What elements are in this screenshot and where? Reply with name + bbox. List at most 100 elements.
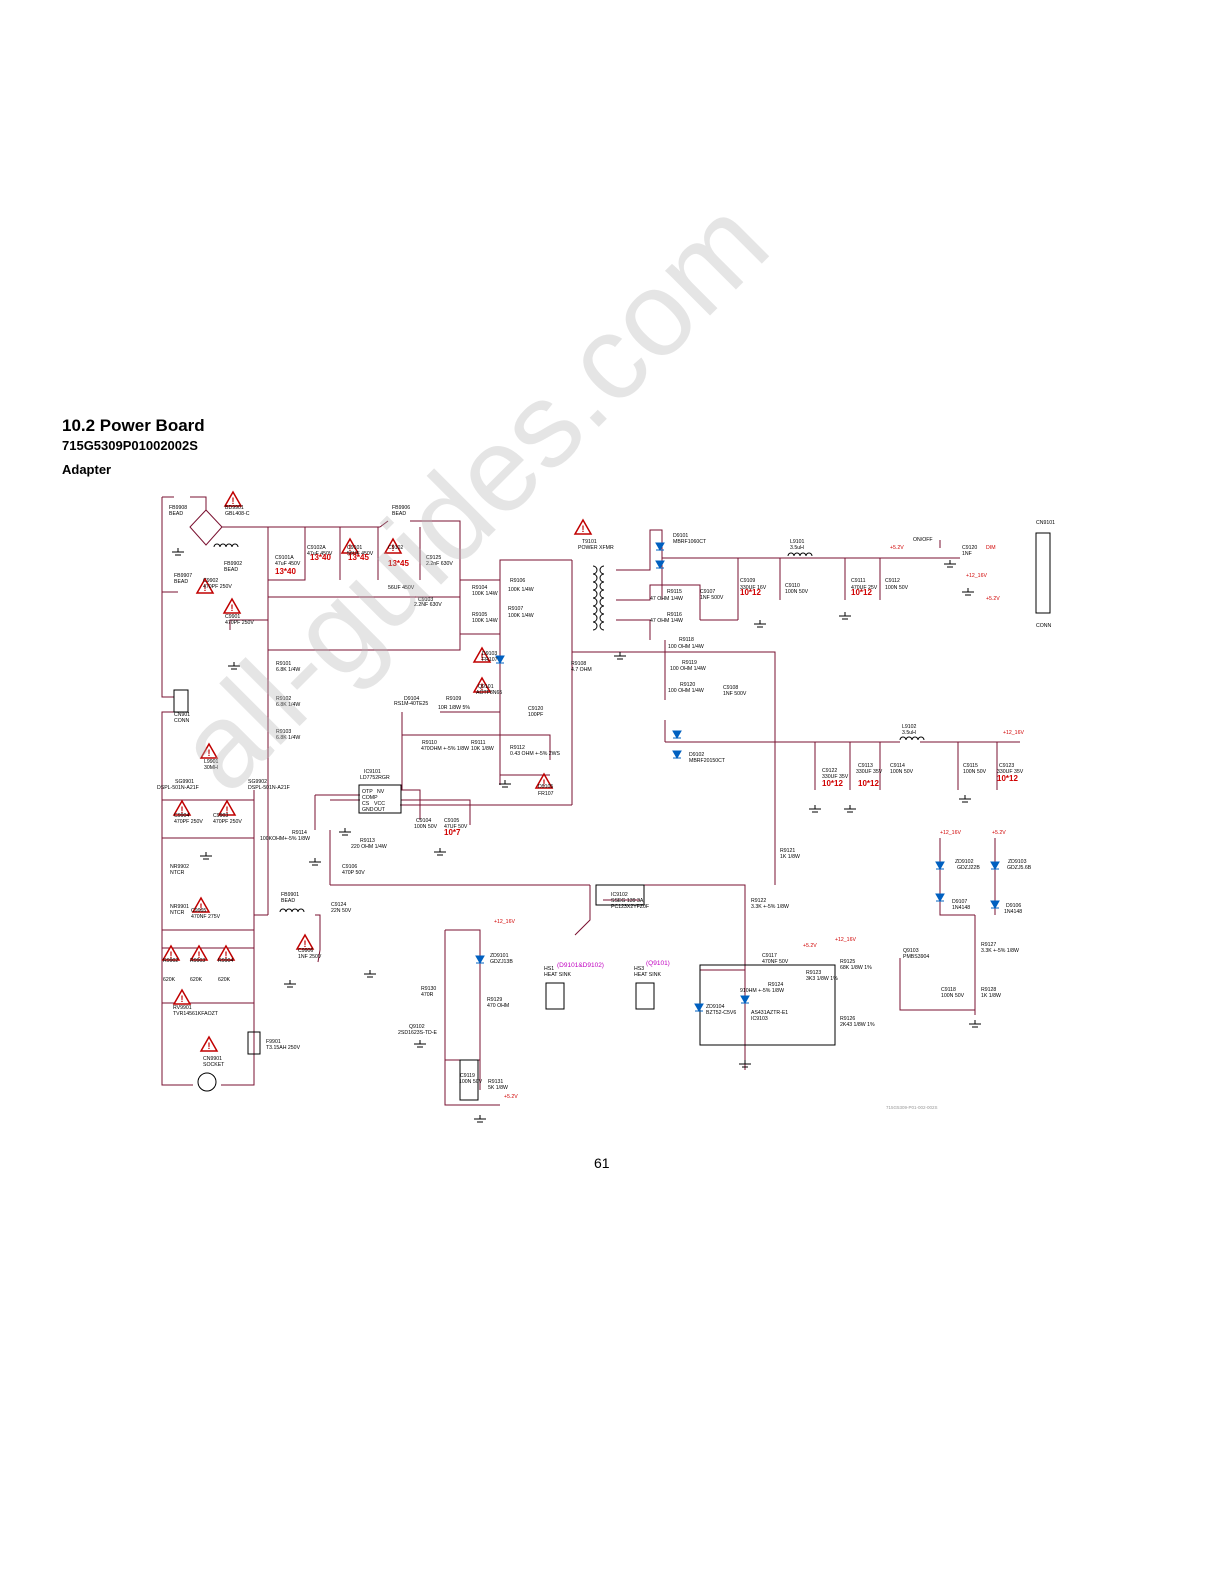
label-c9902b: 470PF 250V (203, 584, 232, 590)
label-onoff: ON/OFF (913, 537, 933, 543)
transformer-coil (599, 589, 605, 599)
label-r9110: R9110 (422, 740, 437, 746)
label-c9119b: 100N 50V (459, 1079, 483, 1085)
label-d9101b: MBRF1060CT (673, 539, 707, 545)
label-d9105: D9105 (538, 784, 553, 790)
label-sz9: 10*12 (997, 774, 1018, 783)
diode-icon (990, 900, 1000, 910)
warning-icon: ! (198, 950, 201, 960)
label-v12e: +12_16V (835, 937, 856, 943)
wire (603, 884, 746, 1070)
label-r9115: R9115 (667, 589, 682, 595)
warning-icon (340, 537, 360, 554)
label-r9127b: 3.3K +-5% 1/8W (981, 948, 1019, 954)
diode-icon (672, 730, 682, 740)
label-cn9901b: SOCKET (203, 1062, 225, 1068)
label-ic9103: AS431AZTR-E1 (751, 1010, 788, 1016)
label-zd9103: ZD9103 (1008, 859, 1027, 865)
cn9101-connector (1035, 532, 1051, 614)
inductor-coil (231, 543, 239, 548)
label-c9104: C9104 (416, 818, 431, 824)
warning-icon (191, 896, 211, 913)
inductor-coil (911, 736, 919, 741)
label-r9113b: 220 OHM 1/4W (351, 844, 387, 850)
label-c9117: C9117 (762, 953, 777, 959)
label-r9105b: 100K 1/4W (472, 618, 498, 624)
wire (315, 914, 321, 950)
label-conn: CONN (1036, 623, 1052, 629)
warning-icon: ! (543, 778, 546, 788)
label-sz3: 13*45 (348, 553, 369, 562)
label-v12d: +12_16V (494, 919, 515, 925)
label-c9110b: 100N 50V (785, 589, 809, 595)
label-c9102a: C9102A (307, 545, 326, 551)
label-fb9908: FB9908 (169, 505, 187, 511)
label-hs_note2: (Q9101) (646, 960, 670, 967)
label-c9122b: 330UF 35V (822, 774, 849, 780)
warning-icon: ! (392, 543, 395, 553)
diode-icon (672, 750, 682, 760)
label-r9101b: 6.8K 1/4W (276, 667, 300, 673)
part-number: 715G5309P01002002S (62, 438, 198, 453)
label-ic_nv: NV (377, 789, 385, 795)
wire (572, 651, 776, 885)
label-c9105b: 47UF 50V (444, 824, 468, 830)
label-r9121: R9121 (780, 848, 795, 854)
label-f9901b: T3.15AH 250V (266, 1045, 301, 1051)
label-r9119: R9119 (682, 660, 697, 666)
transformer-coil (599, 597, 605, 607)
warning-icon: ! (582, 524, 585, 534)
inductor-coil (917, 736, 925, 741)
label-c9119: C9119 (460, 1073, 475, 1079)
warning-icon: ! (181, 994, 184, 1004)
diode-icon (694, 1003, 704, 1013)
warning-icon: ! (208, 748, 211, 758)
transformer-coil (599, 621, 605, 631)
inductor-coil (297, 908, 305, 913)
label-c9118: C9118 (941, 987, 956, 993)
inductor-coil (219, 543, 227, 548)
inductor-coil (225, 543, 233, 548)
warning-icon: ! (231, 603, 234, 613)
warning-icon: ! (225, 950, 228, 960)
label-c9108b: 1NF 500V (723, 691, 747, 697)
label-c9117b: 470NF 50V (762, 959, 789, 965)
cn901-connector (173, 689, 189, 713)
label-zd9102b: GDZJ22B (957, 865, 980, 871)
label-r9124b: 910HM +-5% 1/8W (740, 988, 784, 994)
label-cn9101: CN9101 (1036, 520, 1055, 526)
wire (401, 789, 421, 820)
warning-icon (383, 537, 403, 554)
label-nr9901b: NTCR (170, 910, 185, 916)
label-sz8: 10*12 (858, 779, 879, 788)
label-fb9902: FB9902 (224, 561, 242, 567)
label-l9101b: 3.5uH (790, 545, 804, 551)
warning-icon (534, 772, 554, 789)
label-t9101: T9101 (582, 539, 597, 545)
transformer-coil (592, 565, 598, 575)
label-r9111b: 10K 1/8W (471, 746, 494, 752)
warning-icon (217, 799, 237, 816)
warning-icon: ! (208, 1041, 211, 1051)
ic9101-controller (358, 784, 402, 814)
label-r9126b: 2K43 1/8W 1% (840, 1022, 875, 1028)
warning-icon: ! (204, 583, 207, 593)
label-q9103: Q9103 (903, 948, 919, 954)
label-d9102: D9102 (689, 752, 704, 758)
wire (379, 520, 389, 528)
label-d9103b: FR107 (482, 657, 498, 663)
label-c9123b: 330UF 35V (997, 769, 1024, 775)
label-nr9902b: NTCR (170, 870, 185, 876)
label-zd9101: ZD9101 (490, 953, 509, 959)
label-c9106: C9106 (342, 864, 357, 870)
label-c9118b: 100N 50V (941, 993, 965, 999)
label-rv9901: RV9901 (173, 1005, 192, 1011)
wire (460, 559, 572, 581)
label-r9107: R9107 (508, 606, 523, 612)
label-d9101: D9101 (673, 533, 688, 539)
hs1-heatsink (545, 982, 565, 1010)
label-c9114b: 100N 50V (890, 769, 914, 775)
label-d9107b: 1N4148 (952, 905, 970, 911)
warning-icon: ! (349, 543, 352, 553)
